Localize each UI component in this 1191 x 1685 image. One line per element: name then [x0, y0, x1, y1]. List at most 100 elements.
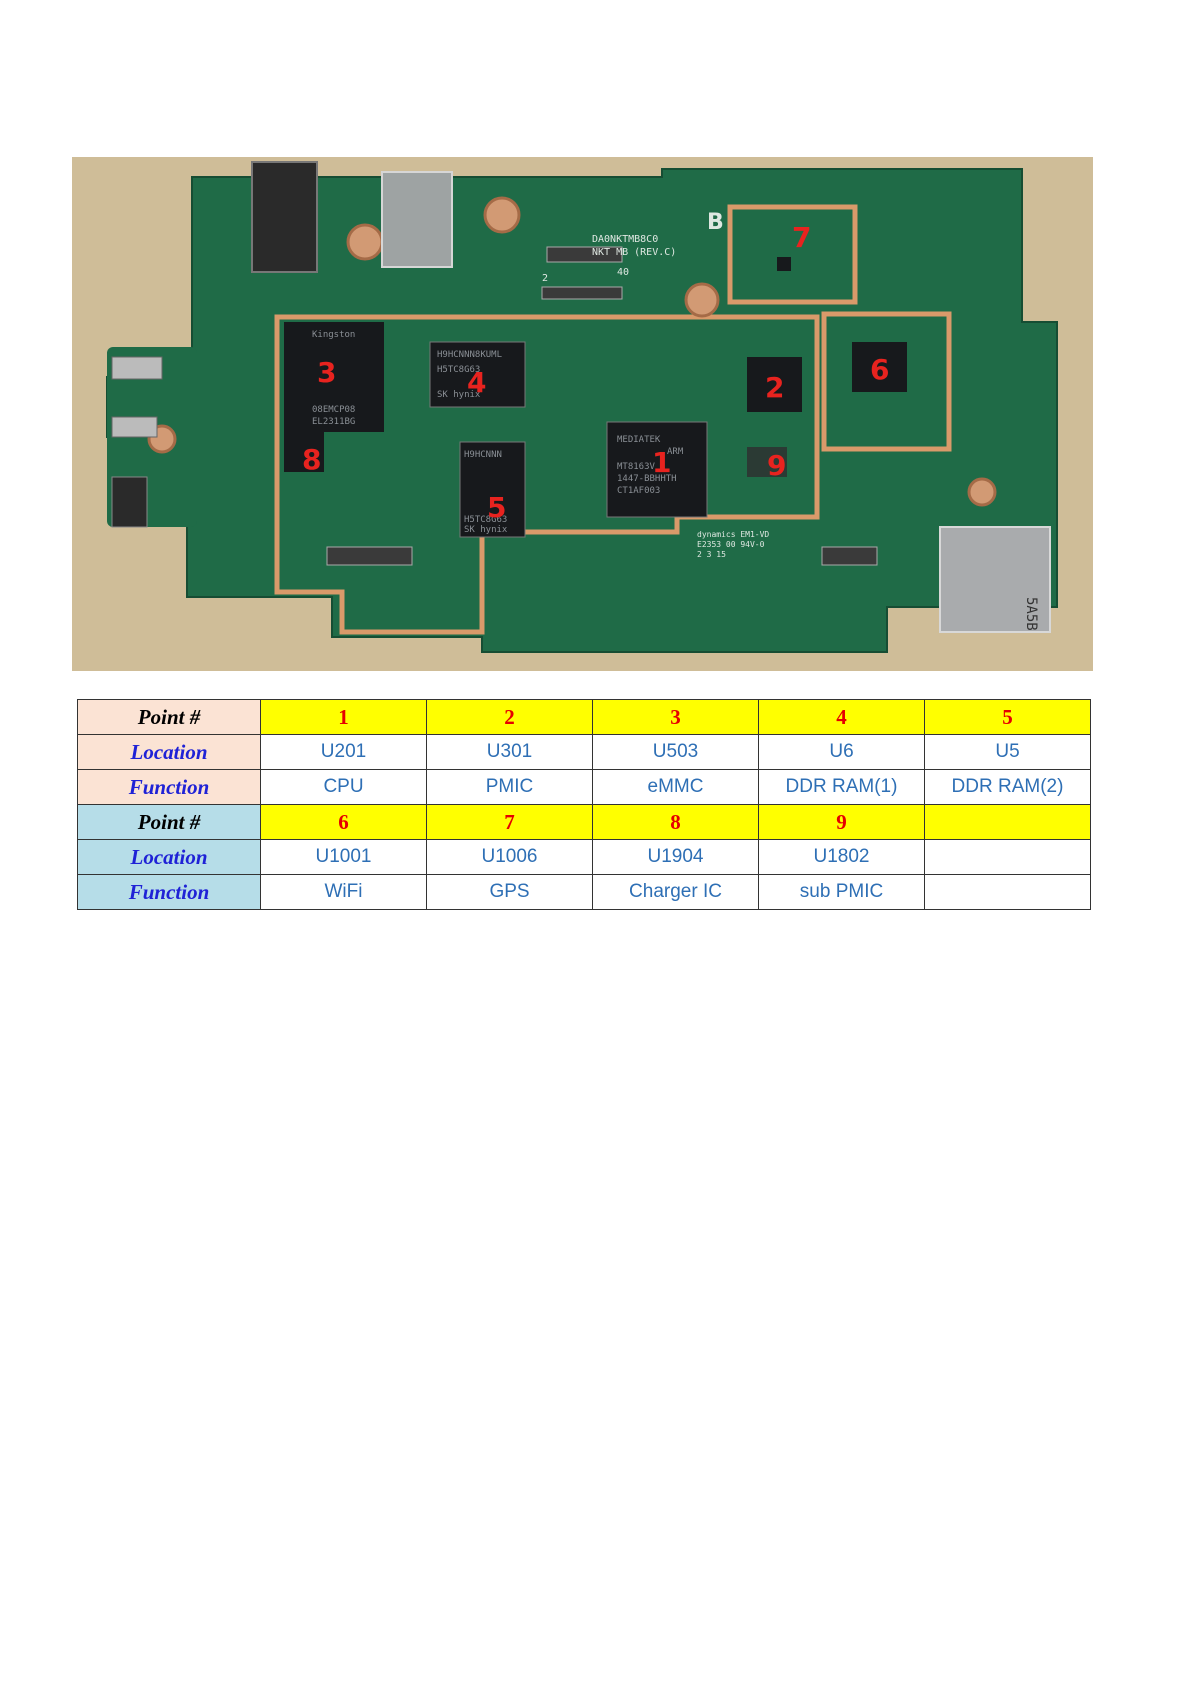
location-cell	[924, 839, 1091, 875]
location-cell: U1001	[260, 839, 427, 875]
point-label-3: 3	[317, 356, 336, 389]
function-cell: sub PMIC	[758, 874, 925, 910]
wifi-shield-outline	[821, 311, 952, 452]
fpc-connector-middle	[541, 286, 623, 300]
small-mark: dynamics EM1-VD	[697, 530, 769, 539]
function-cell: eMMC	[592, 769, 759, 805]
cpu-chip	[606, 421, 708, 518]
point-number: 3	[592, 699, 759, 735]
function-header: Function	[77, 874, 261, 910]
emmc-mark: Kingston	[312, 330, 355, 340]
mount-hole	[483, 196, 521, 234]
side-connector-3	[111, 476, 148, 528]
point-number: 4	[758, 699, 925, 735]
point-label-4: 4	[467, 366, 486, 399]
ddr1-chip	[429, 341, 526, 408]
ddr1-mark: H5TC8G63	[437, 365, 480, 375]
board-silk-2: NKT MB (REV.C)	[592, 247, 676, 258]
function-cell: PMIC	[426, 769, 593, 805]
location-cell: U301	[426, 734, 593, 770]
emmc-mark: 08EMCP08	[312, 405, 355, 415]
table-row: Function WiFi GPS Charger IC sub PMIC	[77, 874, 1091, 910]
location-header: Location	[77, 839, 261, 875]
table-row: Point # 1 2 3 4 5	[77, 699, 1091, 735]
table-row: Location U1001 U1006 U1904 U1802	[77, 839, 1091, 875]
component-points-table: Point # 1 2 3 4 5 Location U201 U301 U50…	[77, 699, 1091, 910]
fpc-connector-top	[546, 246, 623, 263]
location-cell: U503	[592, 734, 759, 770]
point-number: 8	[592, 804, 759, 840]
point-number: 5	[924, 699, 1091, 735]
point-label-6: 6	[870, 353, 889, 386]
gps-shield-outline	[727, 204, 858, 305]
board-silk-1: DA0NKTMB8C0	[592, 234, 658, 245]
point-number: 2	[426, 699, 593, 735]
pmic-chip	[747, 357, 802, 412]
ddr1-mark: SK hynix	[437, 390, 481, 400]
emmc-mark: EL2311BG	[312, 417, 355, 427]
location-cell: U6	[758, 734, 925, 770]
cpu-mark: 1447-BBHHTH	[617, 474, 677, 484]
point-label-1: 1	[652, 446, 671, 479]
ddr2-mark: H9HCNNN	[464, 450, 502, 460]
board-side-mark: B	[707, 210, 724, 235]
point-number	[924, 804, 1091, 840]
wifi-chip	[852, 342, 907, 392]
function-cell: DDR RAM(1)	[758, 769, 925, 805]
point-number: 9	[758, 804, 925, 840]
fpc-connector-bottom-left	[326, 546, 413, 566]
usb-port	[381, 171, 453, 268]
connector-pin-label: 40	[617, 267, 629, 278]
table-row: Function CPU PMIC eMMC DDR RAM(1) DDR RA…	[77, 769, 1091, 805]
point-header: Point #	[77, 699, 261, 735]
function-cell: GPS	[426, 874, 593, 910]
small-mark: 2 3 15	[697, 550, 726, 559]
function-cell: DDR RAM(2)	[924, 769, 1091, 805]
cpu-mark: CT1AF003	[617, 486, 660, 496]
side-connector-1	[111, 356, 163, 380]
sd-slot-mark: 5A5B	[1023, 597, 1039, 631]
location-cell: U1802	[758, 839, 925, 875]
small-mark: E2353 00 94V-0	[697, 540, 765, 549]
point-label-9: 9	[767, 449, 786, 482]
point-label-7: 7	[792, 221, 811, 254]
cpu-mark: MT8163V	[617, 462, 656, 472]
sub-pmic-chip	[747, 447, 787, 477]
function-cell: WiFi	[260, 874, 427, 910]
mount-hole	[967, 477, 997, 507]
point-label-5: 5	[487, 491, 506, 524]
point-label-8: 8	[302, 443, 321, 476]
function-header: Function	[77, 769, 261, 805]
ddr2-mark: SK hynix	[464, 525, 508, 535]
point-label-2: 2	[765, 371, 784, 404]
point-header: Point #	[77, 804, 261, 840]
location-cell: U1904	[592, 839, 759, 875]
audio-jack	[251, 161, 318, 273]
cpu-mark: MEDIATEK	[617, 435, 661, 445]
ddr2-chip	[459, 441, 526, 538]
emmc-chip	[284, 322, 384, 432]
fpc-connector-bottom-right	[821, 546, 878, 566]
sd-card-slot	[939, 526, 1051, 633]
gps-chip	[777, 257, 791, 271]
ddr1-mark: H9HCNNN8KUML	[437, 350, 502, 360]
function-cell	[924, 874, 1091, 910]
table-row: Location U201 U301 U503 U6 U5	[77, 734, 1091, 770]
mount-hole	[346, 223, 384, 261]
cpu-mark: ARM	[667, 447, 684, 457]
function-cell: CPU	[260, 769, 427, 805]
point-number: 1	[260, 699, 427, 735]
location-header: Location	[77, 734, 261, 770]
table-row: Point # 6 7 8 9	[77, 804, 1091, 840]
pcb-board	[106, 168, 1058, 653]
board-illustration: DA0NKTMB8C0 NKT MB (REV.C) B 40 2 MEDIAT…	[72, 157, 1093, 671]
point-number: 7	[426, 804, 593, 840]
ddr2-mark: H5TC8G63	[464, 515, 507, 525]
function-cell: Charger IC	[592, 874, 759, 910]
location-cell: U1006	[426, 839, 593, 875]
connector-pin-label: 2	[542, 273, 548, 284]
motherboard-photo: DA0NKTMB8C0 NKT MB (REV.C) B 40 2 MEDIAT…	[72, 157, 1093, 671]
mount-hole	[684, 282, 720, 318]
point-number: 6	[260, 804, 427, 840]
location-cell: U5	[924, 734, 1091, 770]
